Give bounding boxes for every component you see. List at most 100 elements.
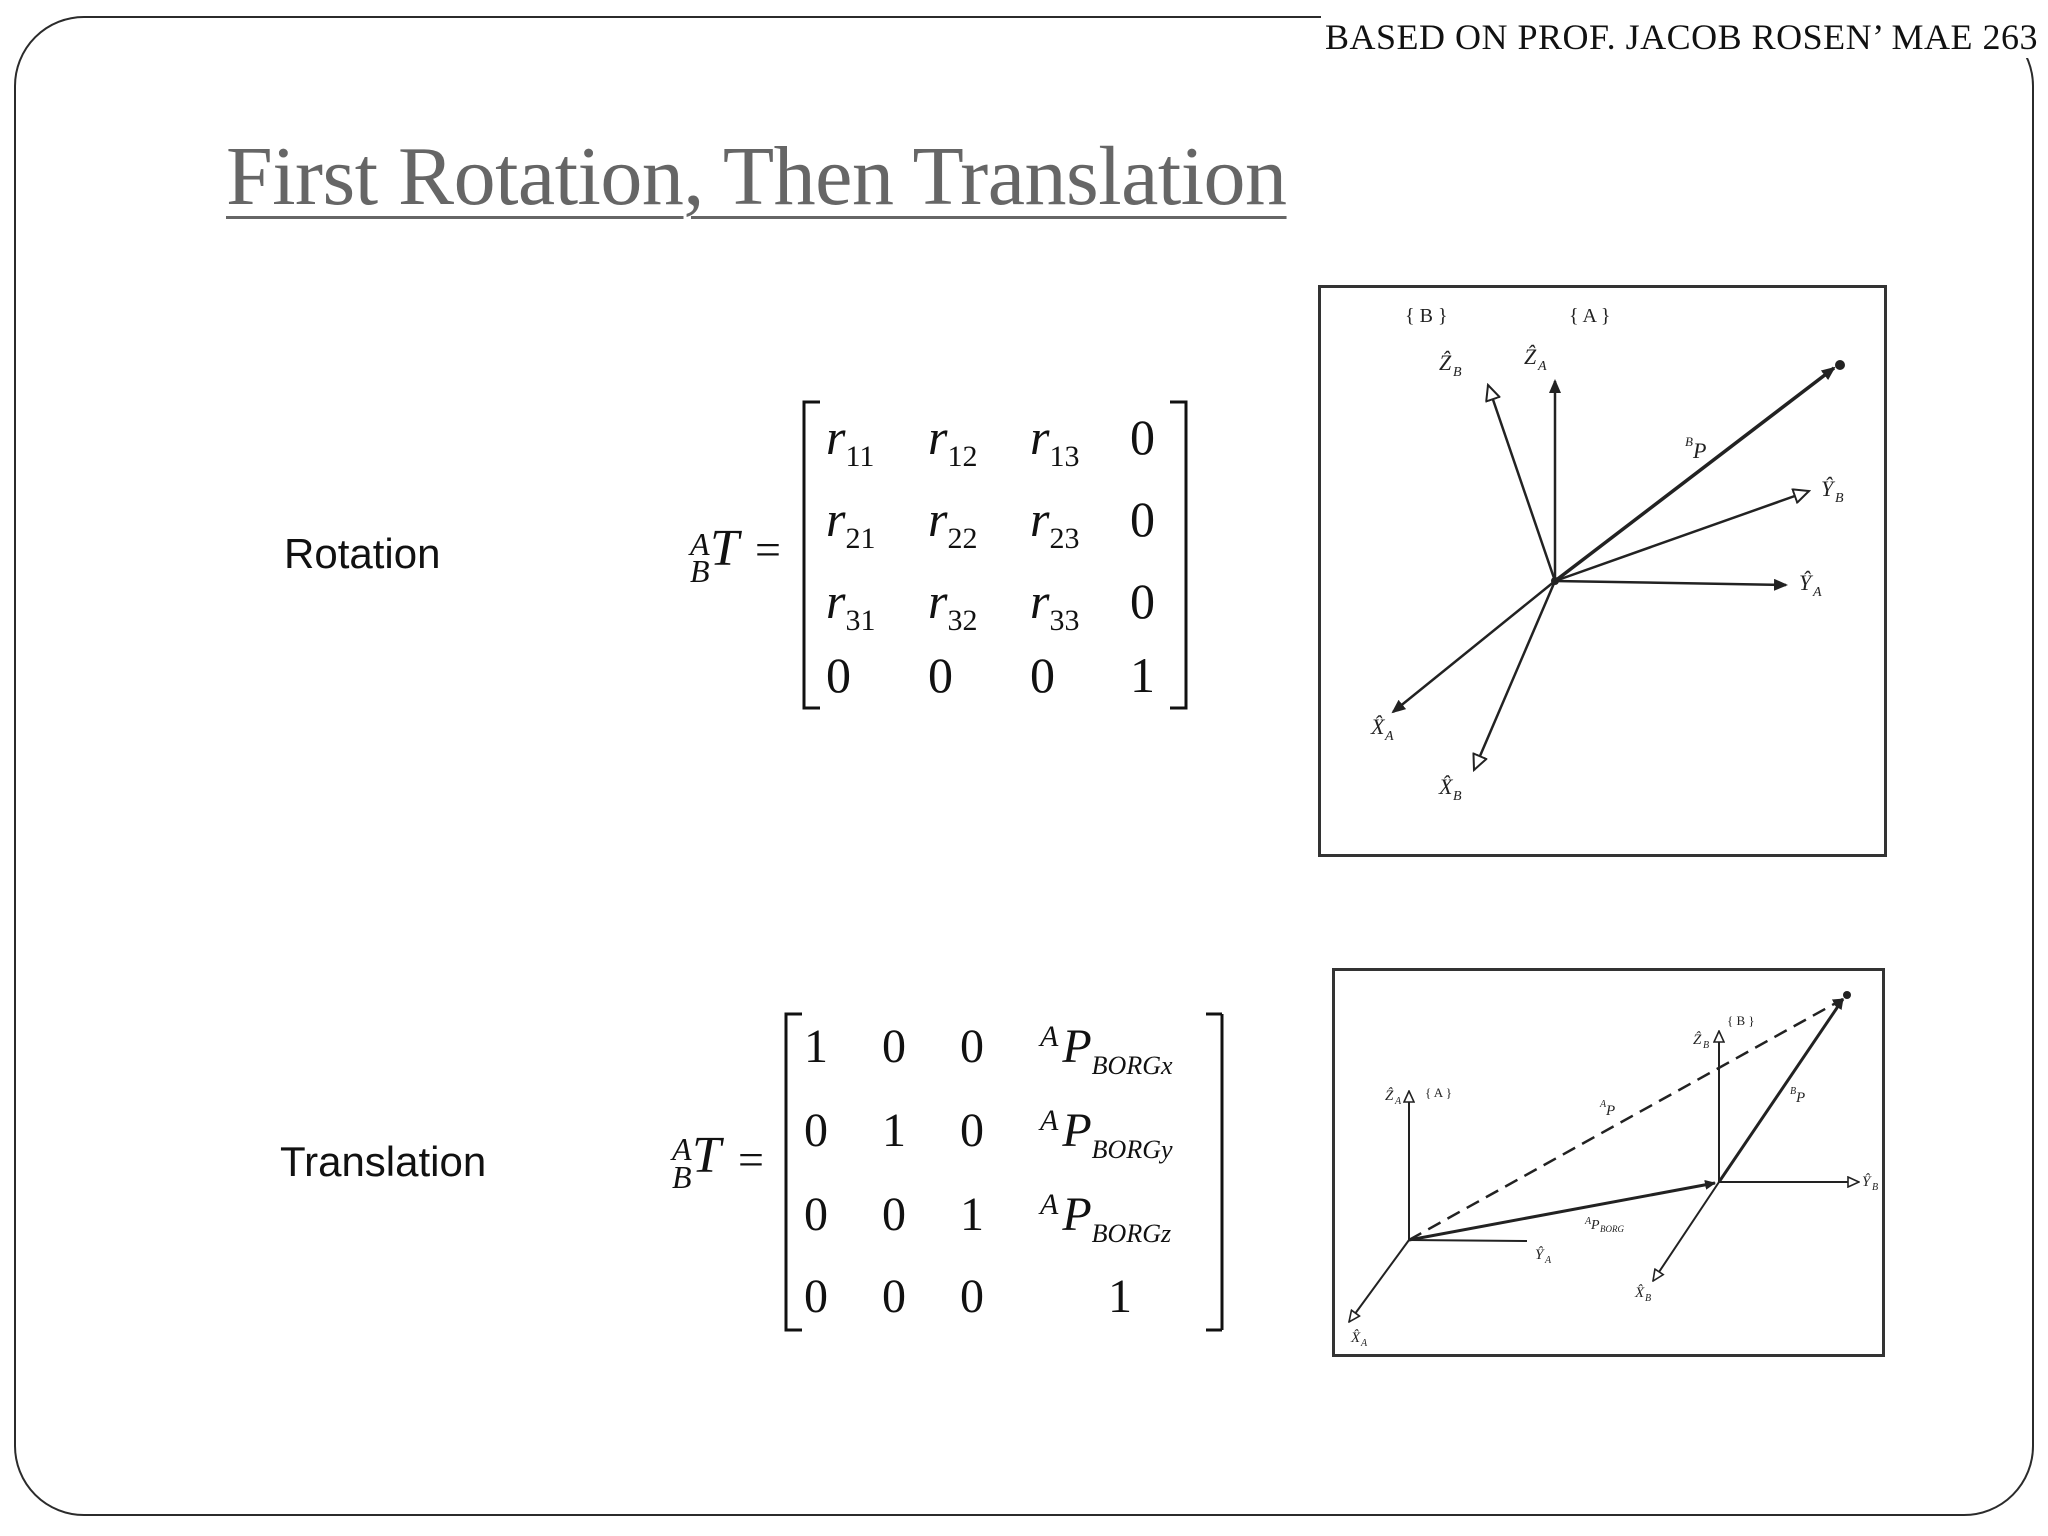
matrix-cell-r3c3: 1 (960, 1188, 984, 1241)
matrix-cell-r1c1: 1 (804, 1020, 828, 1073)
matrix-cell-r3c2: r32 (928, 573, 977, 637)
matrix-cell-r4c3: 0 (1030, 647, 1055, 703)
rotation-label: Rotation (284, 530, 441, 577)
xb-sub: B (1453, 789, 1462, 804)
ya-label: Ŷ (1799, 570, 1814, 595)
xb-sub: B (1645, 1293, 1651, 1304)
ya-axis (1408, 1239, 1528, 1242)
matrix-cell-r4c4: 1 (1108, 1270, 1132, 1323)
bp-label: P (1692, 438, 1706, 463)
zb-sub: B (1703, 1040, 1709, 1051)
ya-sub: A (1812, 585, 1822, 600)
translation-diagram: Ẑ A { A } Ẑ B { B } A P B P A P BORG Ŷ B… (1335, 991, 1878, 1349)
xb-axis (1653, 1181, 1720, 1281)
ya-label: Ŷ (1535, 1246, 1545, 1263)
bp-label: P (1795, 1090, 1805, 1106)
vector-bp (1717, 998, 1845, 1183)
za-sub: A (1537, 359, 1547, 374)
matrix-cell-r2c4: 0 (1130, 491, 1155, 547)
zb-sub: B (1453, 365, 1462, 380)
xa-label: X̂ (1350, 1330, 1361, 1346)
lhs-subscript: B (672, 1159, 692, 1195)
matrix-cell-r4c2: 0 (882, 1270, 906, 1323)
lhs-equals: = (738, 1134, 764, 1185)
ap-label: P (1605, 1103, 1615, 1119)
matrix-cell-r2c4: APBORGy (1038, 1104, 1173, 1164)
rotation-diagram: { B } { A } Ẑ B Ẑ A B P Ŷ B Ŷ A X̂ A X̂ … (1370, 305, 1845, 804)
matrix-cell-r3c4: APBORGz (1038, 1188, 1171, 1248)
zb-label: Ẑ (1693, 1031, 1702, 1048)
xb-label: X̂ (1634, 1285, 1645, 1301)
vector-p-borg (1408, 1179, 1716, 1242)
xb-label: X̂ (1438, 774, 1454, 799)
xb-axis (1474, 580, 1557, 770)
ya-axis (1554, 578, 1788, 591)
ap-sup: A (1599, 1099, 1607, 1110)
point-p (1835, 360, 1845, 370)
translation-label: Translation (280, 1138, 487, 1185)
zb-axis (1488, 385, 1557, 582)
matrix-cell-r1c2: r12 (928, 409, 977, 473)
matrix-cell-r2c3: 0 (960, 1104, 984, 1157)
yb-label: Ŷ (1821, 476, 1836, 501)
matrix-cell-r1c4: APBORGx (1038, 1020, 1173, 1080)
matrix-cell-r2c1: r21 (826, 491, 875, 555)
position-vector-bp (1553, 366, 1836, 583)
matrix-cell-r3c3: r33 (1030, 573, 1079, 637)
right-bracket (1170, 400, 1188, 710)
matrix-cell-r2c2: 1 (882, 1104, 906, 1157)
matrix-cell-r1c1: r11 (826, 409, 874, 473)
matrix-cell-r2c1: 0 (804, 1104, 828, 1157)
matrix-cell-r4c3: 0 (960, 1270, 984, 1323)
zb-label: Ẑ (1439, 350, 1452, 375)
bp-sup: B (1685, 434, 1693, 449)
xa-label: X̂ (1370, 714, 1386, 739)
lhs-symbol: T (710, 520, 742, 577)
rotation-figure: { B } { A } Ẑ B Ẑ A B P Ŷ B Ŷ A X̂ A X̂ … (1318, 285, 1887, 857)
xa-axis (1391, 580, 1556, 714)
translation-figure: Ẑ A { A } Ẑ B { B } A P B P A P BORG Ŷ B… (1332, 968, 1885, 1357)
matrix-cell-r4c1: 0 (804, 1270, 828, 1323)
matrix-cell-r3c2: 0 (882, 1188, 906, 1241)
matrix-cell-r1c2: 0 (882, 1020, 906, 1073)
lhs-equals: = (755, 524, 781, 575)
bp-sup: B (1790, 1086, 1796, 1097)
matrix-cell-r2c2: r22 (928, 491, 977, 555)
credit-header: BASED ON PROF. JACOB ROSEN’ MAE 263 (1320, 16, 2042, 58)
matrix-cell-r1c4: 0 (1130, 409, 1155, 465)
p-borg-label: P (1590, 1218, 1600, 1233)
matrix-cell-r3c4: 0 (1130, 573, 1155, 629)
matrix-cell-r4c1: 0 (826, 647, 851, 703)
yb-sub: B (1835, 491, 1844, 506)
p-borg-sub: BORG (1600, 1224, 1624, 1234)
xa-sub: A (1384, 729, 1394, 744)
slide-title: First Rotation, Then Translation (226, 130, 1287, 223)
za-label: Ẑ (1385, 1087, 1394, 1104)
matrix-cell-r1c3: 0 (960, 1020, 984, 1073)
matrix-cell-r3c1: r31 (826, 573, 875, 637)
za-label: Ẑ (1524, 344, 1537, 369)
yb-sub: B (1872, 1182, 1878, 1193)
matrix-cell-r2c3: r23 (1030, 491, 1079, 555)
frame-b-label: { B } (1405, 305, 1448, 327)
xa-axis (1349, 1239, 1410, 1322)
matrix-cell-r4c4: 1 (1130, 647, 1155, 703)
lhs-superscript: A (670, 1131, 692, 1167)
frame-b-label: { B } (1727, 1013, 1755, 1028)
za-sub: A (1394, 1096, 1402, 1107)
left-bracket (802, 400, 820, 710)
ya-sub: A (1544, 1255, 1552, 1266)
frame-a-label: { A } (1569, 305, 1610, 327)
lhs-superscript: A (688, 526, 710, 562)
right-bracket (1206, 1012, 1224, 1332)
lhs-subscript: B (690, 553, 710, 589)
p-borg-sup: A (1584, 1216, 1592, 1227)
left-bracket (784, 1012, 802, 1332)
lhs-symbol: T (692, 1127, 724, 1184)
